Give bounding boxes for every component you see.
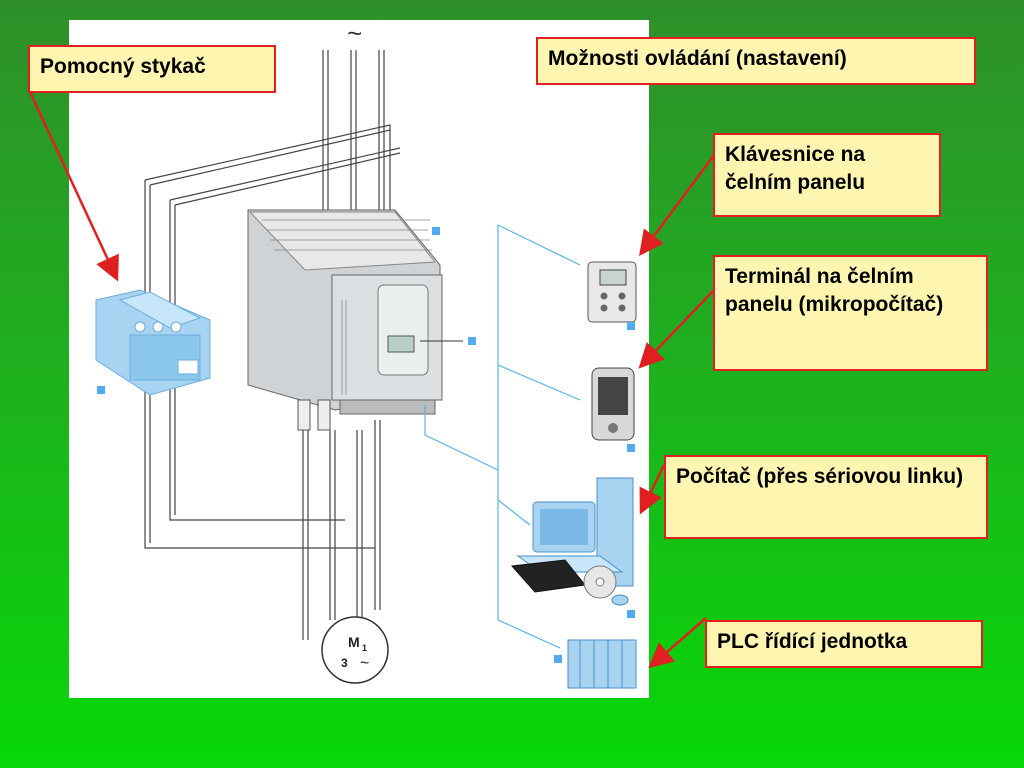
power-wires [144,50,401,640]
callout-control-options: Možnosti ovládání (nastavení) [536,37,976,85]
plc-icon [554,639,637,689]
motor-icon: M 1 3 ~ [321,616,389,684]
callout-front-keypad: Klávesnice na čelním panelu [713,133,941,217]
callout-front-keypad-text: Klávesnice na čelním panelu [725,143,866,194]
callout-pc-serial-text: Počítač (přes sériovou linku) [676,465,964,488]
callout-plc-unit-text: PLC řídící jednotka [717,630,908,653]
computer-icon [510,477,635,618]
callout-auxiliary-contactor: Pomocný stykač [28,45,276,93]
pda-icon [591,367,635,452]
callout-front-terminal-text: Terminál na čelním panelu (mikropočítač) [725,265,944,316]
communication-links [424,224,581,649]
callout-auxiliary-contactor-text: Pomocný stykač [40,55,206,78]
callout-plc-unit: PLC řídící jednotka [705,620,983,668]
contactor-icon [95,289,211,396]
callout-control-options-text: Možnosti ovládání (nastavení) [548,47,847,70]
motor-label: M [348,634,360,650]
motor-phases: 3 [341,656,348,670]
supply-symbol: ~ [347,18,362,48]
keypad-icon [587,261,637,330]
soft-starter-icon [247,209,476,431]
motor-ac-symbol: ~ [360,655,369,672]
callout-pc-serial: Počítač (přes sériovou linku) [664,455,988,539]
motor-subscript: 1 [362,643,367,653]
callout-front-terminal: Terminál na čelním panelu (mikropočítač) [713,255,988,371]
